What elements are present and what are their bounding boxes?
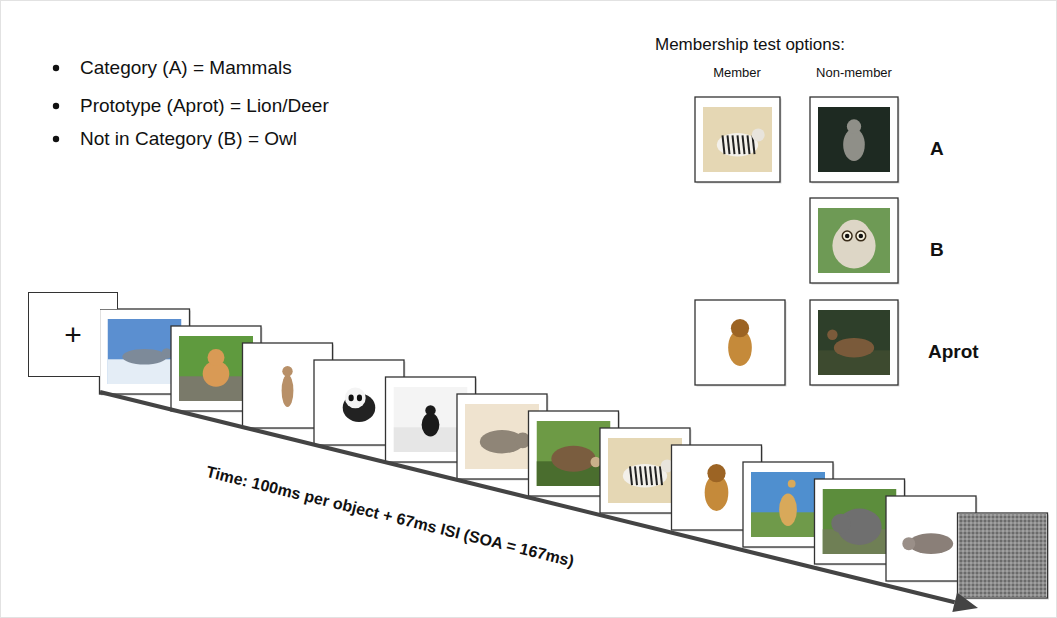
eye-patch <box>357 395 362 402</box>
animal-body <box>909 533 953 554</box>
photo-background <box>818 208 890 273</box>
visual-mask <box>959 514 1047 597</box>
zebra-stripe <box>743 135 745 154</box>
frame-shadow <box>812 99 900 184</box>
frame-border <box>810 97 898 182</box>
animal-head <box>425 405 435 415</box>
animal-body <box>422 413 440 436</box>
stimulus-frame <box>810 198 900 285</box>
frame-border <box>810 300 898 385</box>
animal-body <box>282 374 294 407</box>
animal-head <box>838 220 871 253</box>
frame-shadow <box>697 302 787 387</box>
animal-photo <box>818 107 890 172</box>
bullet-dot <box>53 103 59 109</box>
animal-photo <box>818 208 890 273</box>
animal-body <box>551 446 595 472</box>
frame-border <box>958 513 1048 598</box>
time-arrow <box>100 392 955 602</box>
animal-photo <box>703 107 772 172</box>
frame-shadow <box>812 302 900 387</box>
zebra-stripe <box>748 135 750 154</box>
bullet-text: Prototype (Aprot) = Lion/Deer <box>80 95 329 117</box>
animal-photo <box>703 310 777 375</box>
row-label: Aprot <box>928 341 979 363</box>
zebra-stripe <box>733 135 735 154</box>
photo-background <box>818 107 890 172</box>
photo-background <box>703 107 772 172</box>
animal-head <box>707 464 725 482</box>
frame-border <box>810 198 898 283</box>
stimulus-frame <box>695 97 782 184</box>
zebra-stripe <box>640 466 642 485</box>
bullet-dot <box>53 65 59 71</box>
arrow-head <box>952 593 978 612</box>
stimulus-frame <box>695 300 787 387</box>
stimulus-frame <box>810 97 900 184</box>
animal-head <box>752 128 765 141</box>
animal-head <box>831 514 851 534</box>
zebra-stripe <box>728 135 730 154</box>
animal-body <box>779 493 797 526</box>
owl-pupil <box>859 234 864 239</box>
animal-head <box>162 348 172 358</box>
zebra-stripe <box>655 466 657 485</box>
stimulus-frame <box>810 300 900 387</box>
eye-patch <box>349 395 354 402</box>
animal-head <box>591 457 601 467</box>
frame-shadow <box>697 99 782 184</box>
zebra-stripe <box>650 466 652 485</box>
column-heading: Member <box>713 66 761 81</box>
animal-head <box>731 319 749 337</box>
animal-head <box>345 388 366 409</box>
owl-eye <box>856 231 866 241</box>
zebra-stripe <box>738 135 740 154</box>
frame-shadow <box>812 200 900 285</box>
animal-head <box>847 119 861 133</box>
animal-head <box>827 330 837 340</box>
fixation-cross: + <box>64 320 82 350</box>
frame-shadow <box>959 515 1049 600</box>
frame-border <box>695 300 785 385</box>
row-label: A <box>930 138 944 160</box>
owl-pupil <box>845 234 850 239</box>
owl-eye <box>842 231 852 241</box>
row-label: B <box>930 239 944 261</box>
zebra-stripe <box>630 466 632 485</box>
animal-body <box>834 338 874 358</box>
zebra-stripe <box>635 466 637 485</box>
animal-body <box>623 464 667 487</box>
animal-photo <box>818 310 890 375</box>
bullet-text: Category (A) = Mammals <box>80 57 292 79</box>
bullet-text: Not in Category (B) = Owl <box>80 128 297 150</box>
frame-border <box>695 97 780 182</box>
animal-head <box>282 366 292 376</box>
photo-background <box>703 310 777 375</box>
zebra-stripe <box>645 466 647 485</box>
bullet-dot <box>53 136 59 142</box>
stimulus-frame <box>958 513 1050 600</box>
animal-head <box>902 537 915 550</box>
zebra-stripe <box>723 135 725 154</box>
animal-head <box>208 349 225 366</box>
panel-heading: Membership test options: <box>655 35 845 55</box>
column-heading: Non-member <box>816 66 892 81</box>
photo-background <box>818 310 890 375</box>
animal-body <box>122 349 166 365</box>
animal-head <box>788 480 796 488</box>
